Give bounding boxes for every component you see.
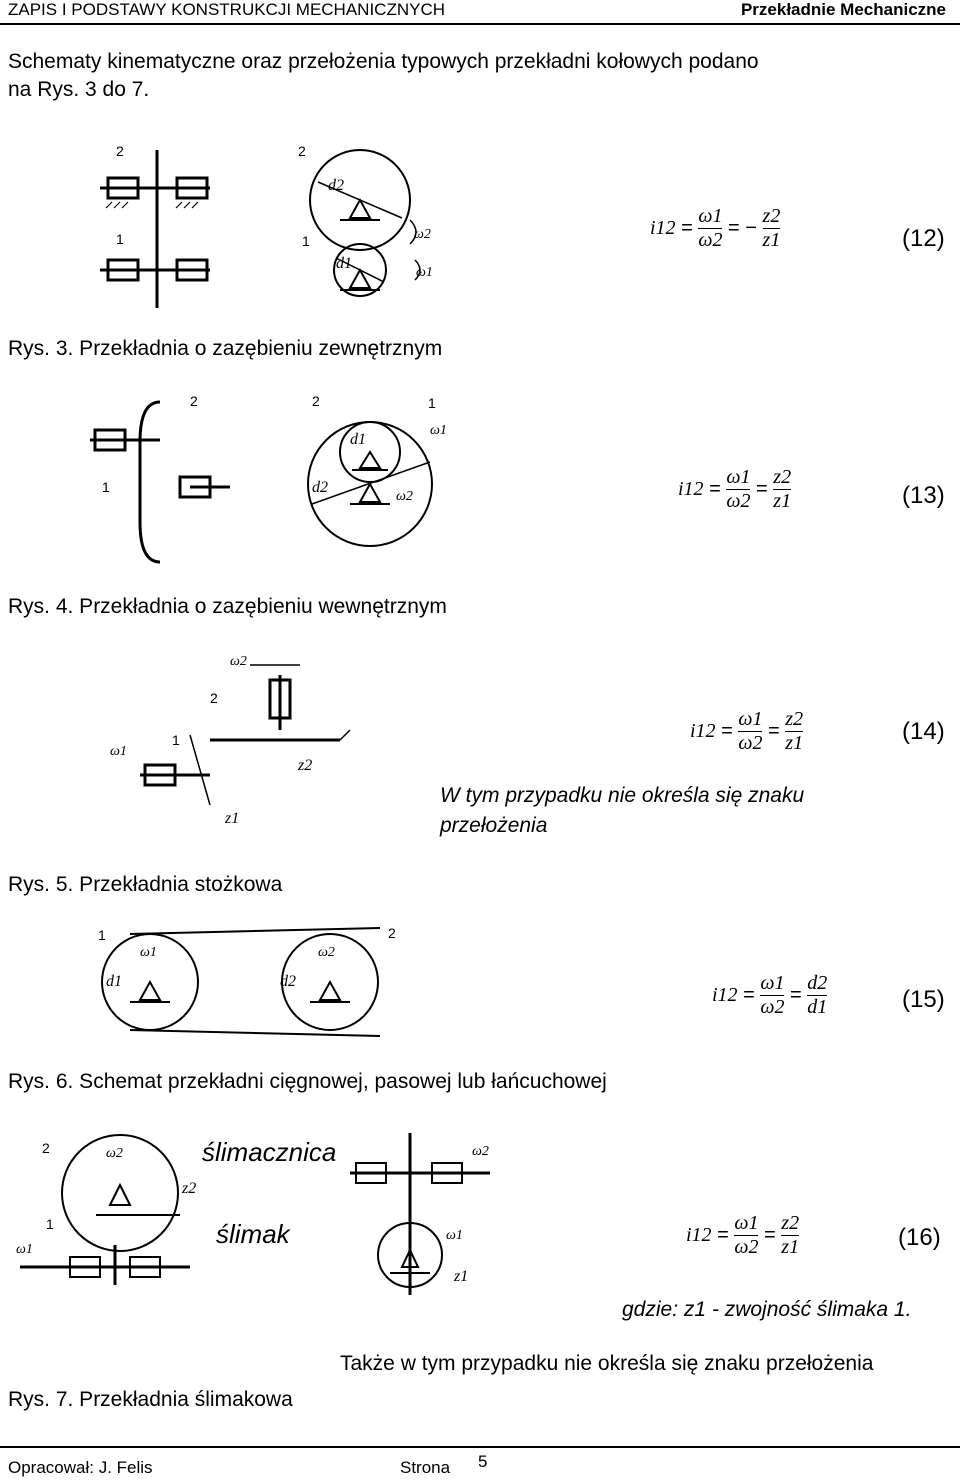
eq-12: i12 = ω1 ω2 = − z2 z1	[650, 205, 781, 251]
fig6-label-w1: ω1	[140, 945, 157, 960]
fig3-label-w2: ω2	[414, 227, 431, 242]
fig5-label-w2: ω2	[230, 654, 247, 669]
fig5-note-line-2: przełożenia	[440, 814, 548, 837]
fig4-label-1b: 1	[428, 395, 436, 411]
eq-number-13: (13)	[902, 482, 945, 509]
fig6-label-2: 2	[388, 925, 396, 941]
fig4-label-d1: d1	[350, 431, 366, 448]
caption-rys-7: Rys. 7. Przekładnia ślimakowa	[8, 1388, 293, 1411]
fig6-label-d1: d1	[106, 973, 122, 990]
caption-rys-6: Rys. 6. Schemat przekładni cięgnowej, pa…	[8, 1070, 607, 1093]
footer-rule	[0, 1446, 960, 1448]
eq-number-15: (15)	[902, 986, 945, 1013]
fig3-label-d2: d2	[328, 177, 344, 194]
fig4-label-d2: d2	[312, 479, 328, 496]
fig5-note-line-1: W tym przypadku nie określa się znaku	[440, 784, 805, 807]
fig7-label-w2b: ω2	[472, 1144, 489, 1159]
figure-4-diagram: 2 1 2 1 d1 d2 ω1 ω2	[90, 393, 447, 564]
fig6-label-w2: ω2	[318, 945, 335, 960]
intro-line-2: na Rys. 3 do 7.	[8, 78, 150, 101]
figure-7-diagram: 2 ω2 z2 1 ω1 ω2 ω1 z1 ślimacznica ślimak	[16, 1133, 490, 1295]
fig3-label-1b: 1	[302, 233, 310, 249]
fig3-label-2b: 2	[298, 143, 306, 159]
eq-14: i12 = ω1 ω2 = z2 z1	[690, 708, 804, 754]
fig5-label-2: 2	[210, 690, 218, 706]
eq-number-16: (16)	[898, 1224, 941, 1251]
fig7-label-w1a: ω1	[16, 1242, 33, 1257]
caption-rys-5: Rys. 5. Przekładnia stożkowa	[8, 873, 283, 896]
fig7-label-1: 1	[46, 1216, 54, 1232]
eq-13: i12 = ω1 ω2 = z2 z1	[678, 466, 792, 512]
fig5-label-z1: z1	[224, 810, 239, 827]
footer-page-label: Strona	[400, 1458, 451, 1477]
figure-5-diagram: ω2 2 1 ω1 z2 z1	[110, 654, 351, 827]
figure-3-diagram: 2 1 2 1 d2 d1 ω2 ω1	[100, 143, 433, 308]
fig7-note-where: gdzie: z1 - zwojność ślimaka 1.	[622, 1298, 912, 1321]
fig3-label-2a: 2	[116, 143, 124, 159]
header-title: ZAPIS I PODSTAWY KONSTRUKCJI MECHANICZNY…	[8, 0, 446, 19]
fig7-label-z1: z1	[453, 1268, 468, 1285]
fig6-label-1: 1	[98, 927, 106, 943]
fig7-label-w2a: ω2	[106, 1146, 123, 1161]
fig6-label-d2: d2	[280, 973, 296, 990]
eq-number-12: (12)	[902, 225, 945, 252]
fig4-label-w2: ω2	[396, 489, 413, 504]
fig7-note-sign: Także w tym przypadku nie określa się zn…	[340, 1352, 874, 1375]
header-section: Przekładnie Mechaniczne	[740, 0, 946, 19]
fig5-label-w1: ω1	[110, 744, 127, 759]
caption-rys-4: Rys. 4. Przekładnia o zazębieniu wewnętr…	[8, 595, 447, 618]
fig4-label-2b: 2	[312, 393, 320, 409]
fig5-label-z2: z2	[297, 757, 312, 774]
fig4-label-w1: ω1	[430, 423, 447, 438]
fig7-label-2: 2	[42, 1140, 50, 1156]
fig7-label-w1b: ω1	[446, 1228, 463, 1243]
footer-author: Opracował: J. Felis	[8, 1458, 153, 1477]
fig7-label-z2: z2	[181, 1180, 196, 1197]
eq-16: i12 = ω1 ω2 = z2 z1	[686, 1212, 800, 1258]
fig5-label-1: 1	[172, 732, 180, 748]
eq-number-14: (14)	[902, 718, 945, 745]
eq-15: i12 = ω1 ω2 = d2 d1	[712, 972, 828, 1018]
header-rule	[0, 23, 960, 25]
fig4-label-1a: 1	[102, 479, 110, 495]
footer-page-number: 5	[478, 1452, 488, 1471]
figure-6-diagram: 1 ω1 d1 ω2 d2 2	[98, 925, 396, 1037]
fig3-label-d1: d1	[336, 255, 352, 272]
fig4-label-2a: 2	[190, 393, 198, 409]
intro-line-1: Schematy kinematyczne oraz przełożenia t…	[8, 50, 759, 73]
fig7-label-wheel: ślimacznica	[202, 1137, 336, 1167]
fig3-label-1a: 1	[116, 231, 124, 247]
fig3-label-w1: ω1	[416, 265, 433, 280]
caption-rys-3: Rys. 3. Przekładnia o zazębieniu zewnętr…	[8, 337, 443, 360]
fig7-label-worm: ślimak	[216, 1219, 292, 1249]
